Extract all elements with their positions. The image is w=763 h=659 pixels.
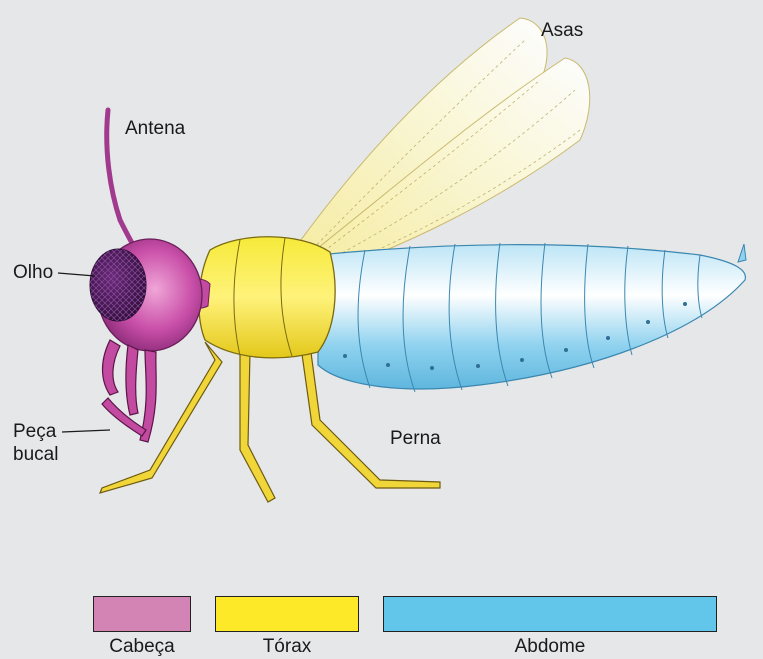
label-antena: Antena <box>125 118 185 140</box>
label-asas: Asas <box>541 20 583 42</box>
label-olho: Olho <box>13 262 53 284</box>
legend-swatch-torax <box>215 596 359 632</box>
legend-swatch-abdome <box>383 596 717 632</box>
legend-swatch-cabeca <box>93 596 191 632</box>
legend-label-cabeca: Cabeça <box>93 636 191 658</box>
label-peca-line2: bucal <box>13 444 58 466</box>
label-peca-line1: Peça <box>13 421 56 443</box>
mouthparts <box>102 340 156 442</box>
legend-label-torax: Tórax <box>215 636 359 658</box>
label-perna: Perna <box>390 428 441 450</box>
thorax <box>199 237 335 358</box>
abdomen <box>318 245 745 389</box>
legend-label-abdome: Abdome <box>383 636 717 658</box>
